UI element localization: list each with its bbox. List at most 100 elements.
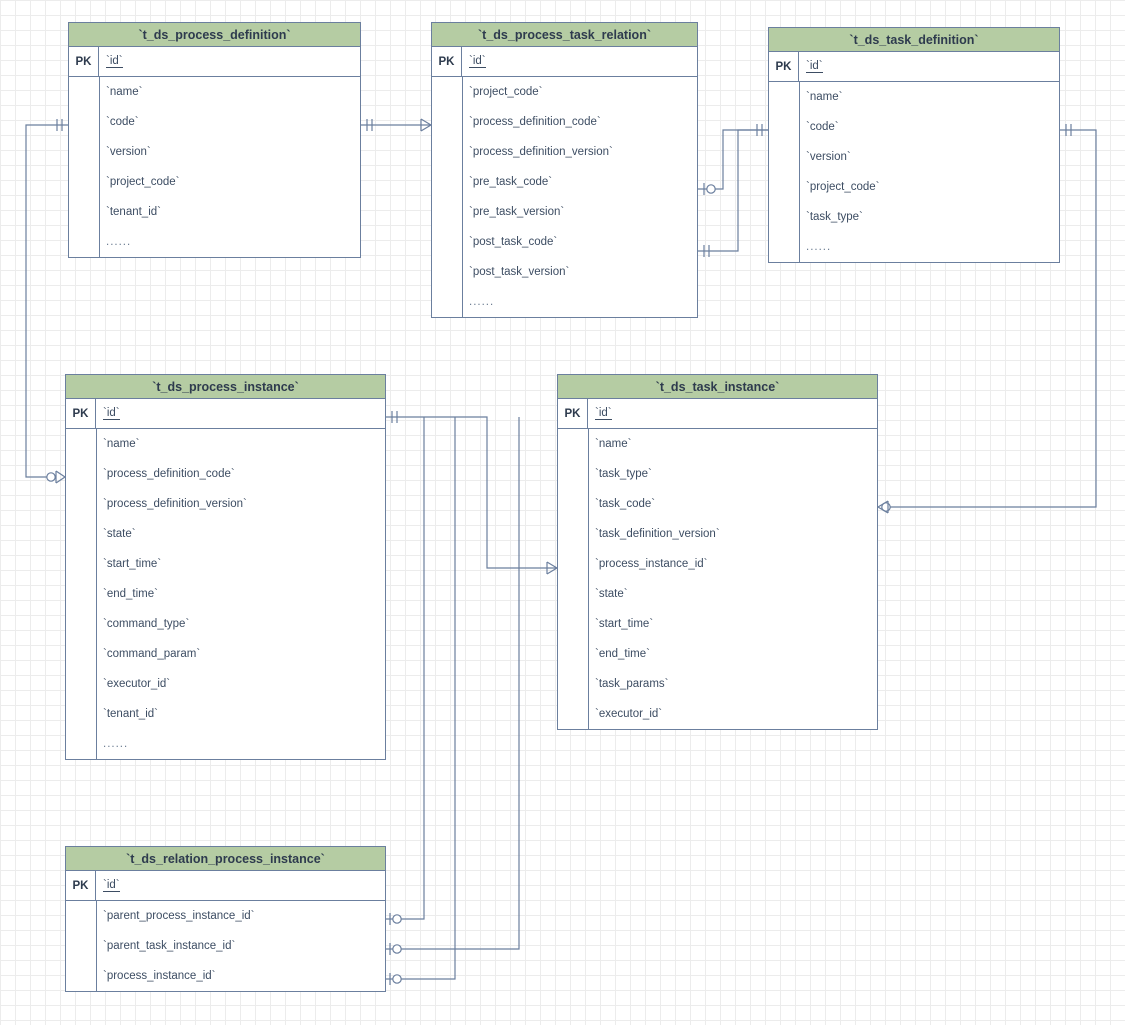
column-name: `process_definition_version` (103, 498, 247, 510)
key-cell (66, 669, 96, 699)
table-row[interactable]: `command_type` (66, 609, 385, 639)
column-name: `post_task_code` (469, 236, 558, 248)
key-cell (66, 639, 96, 669)
entity-title: `t_ds_relation_process_instance` (66, 847, 385, 871)
table-row[interactable]: `code` (769, 112, 1059, 142)
table-row[interactable]: `process_definition_version` (432, 137, 697, 167)
table-row[interactable]: `task_type` (558, 459, 877, 489)
table-row[interactable]: PK`id` (66, 871, 385, 901)
table-row[interactable]: `executor_id` (558, 699, 877, 729)
entity-t_ds_process_definition[interactable]: `t_ds_process_definition`PK`id``name``co… (68, 22, 361, 258)
column-name: `post_task_version` (469, 266, 570, 278)
pk-badge: PK (558, 399, 588, 428)
entity-columns: PK `id` `name``code``version` `project_code… (769, 52, 1059, 262)
table-row[interactable]: `process_instance_id` (558, 549, 877, 579)
table-row[interactable]: `start_time` (66, 549, 385, 579)
table-row[interactable]: PK`id` (69, 47, 360, 77)
key-cell (66, 459, 96, 489)
table-row[interactable]: `version` (769, 142, 1059, 172)
table-row[interactable]: `tenant_id` (66, 699, 385, 729)
table-row[interactable]: `parent_task_instance_id` (66, 931, 385, 961)
table-row[interactable]: `name` (769, 82, 1059, 112)
column-name: `task_code` (595, 498, 656, 510)
table-row[interactable]: `post_task_version` (432, 257, 697, 287)
table-row[interactable]: ...... (69, 227, 360, 257)
key-cell (69, 107, 99, 137)
column-name: `project_code` (106, 176, 180, 188)
entity-title: `t_ds_process_instance` (66, 375, 385, 399)
key-cell (769, 142, 799, 172)
table-row[interactable]: `task_params` (558, 669, 877, 699)
table-row[interactable]: `pre_task_code` (432, 167, 697, 197)
pk-column-name: `id` (595, 407, 612, 420)
table-row[interactable]: `version` (69, 137, 360, 167)
table-row[interactable]: `end_time` (558, 639, 877, 669)
table-row[interactable]: `state` (558, 579, 877, 609)
key-cell (69, 77, 99, 107)
table-row[interactable]: `project_code` (432, 77, 697, 107)
table-row[interactable]: `process_definition_code` (432, 107, 697, 137)
table-row[interactable]: PK `id` (558, 399, 877, 429)
column-name: `parent_process_instance_id` (103, 910, 255, 922)
table-row[interactable]: `name` (66, 429, 385, 459)
table-row[interactable]: `command_param` (66, 639, 385, 669)
key-cell (432, 257, 462, 287)
entity-t_ds_process_instance[interactable]: `t_ds_process_instance`PK`id``name``proc… (65, 374, 386, 760)
entity-t_ds_task_instance[interactable]: `t_ds_task_instance`PK`id``name``task_ty… (557, 374, 878, 730)
column-name: `pre_task_version` (469, 206, 565, 218)
table-row[interactable]: `name` (69, 77, 360, 107)
pk-badge: PK (769, 52, 799, 81)
column-name: ...... (106, 236, 132, 248)
key-cell (66, 549, 96, 579)
table-row[interactable]: `end_time` (66, 579, 385, 609)
column-name: ...... (469, 296, 495, 308)
table-row[interactable]: `code` (69, 107, 360, 137)
table-row[interactable]: `executor_id` (66, 669, 385, 699)
entity-columns: PK`id``name``code``version` `project_code… (69, 47, 360, 257)
table-row[interactable]: `state` (66, 519, 385, 549)
pk-badge: PK (66, 871, 96, 900)
entity-columns: PK`id` `parent_process_instance_id` `paren… (66, 871, 385, 991)
table-row[interactable]: `tenant_id` (69, 197, 360, 227)
entity-t_ds_relation_process_instance[interactable]: `t_ds_relation_process_instance`PK`id` `p… (65, 846, 386, 992)
key-cell (558, 489, 588, 519)
pk-badge: PK (432, 47, 462, 76)
table-row[interactable]: PK `id` (769, 52, 1059, 82)
table-row[interactable]: `process_definition_code` (66, 459, 385, 489)
column-name: `command_param` (103, 648, 201, 660)
key-cell (769, 202, 799, 232)
table-row[interactable]: `start_time` (558, 609, 877, 639)
table-row[interactable]: ...... (432, 287, 697, 317)
table-row[interactable]: `post_task_code` (432, 227, 697, 257)
table-row[interactable]: PK`id` (432, 47, 697, 77)
column-name: `project_code` (469, 86, 543, 98)
key-cell (558, 699, 588, 729)
table-row[interactable]: `project_code` (769, 172, 1059, 202)
key-cell (432, 287, 462, 317)
key-cell (66, 579, 96, 609)
table-row[interactable]: `process_instance_id` (66, 961, 385, 991)
key-cell (769, 112, 799, 142)
table-row[interactable]: `task_definition_version` (558, 519, 877, 549)
table-row[interactable]: `process_definition_version` (66, 489, 385, 519)
table-row[interactable]: `parent_process_instance_id` (66, 901, 385, 931)
table-row[interactable]: `pre_task_version` (432, 197, 697, 227)
key-cell (66, 489, 96, 519)
entity-t_ds_process_task_relation[interactable]: `t_ds_process_task_relation`PK`id``proje… (431, 22, 698, 318)
key-cell (66, 519, 96, 549)
key-cell (432, 227, 462, 257)
table-row[interactable]: `task_type` (769, 202, 1059, 232)
table-row[interactable]: PK`id` (66, 399, 385, 429)
table-row[interactable]: ...... (769, 232, 1059, 262)
pk-badge: PK (69, 47, 99, 76)
entity-t_ds_task_definition[interactable]: `t_ds_task_definition`PK`id``name``code`… (768, 27, 1060, 263)
table-row[interactable]: `name` (558, 429, 877, 459)
column-name: ...... (103, 738, 129, 750)
key-cell (432, 107, 462, 137)
table-row[interactable]: ...... (66, 729, 385, 759)
column-name: `project_code` (806, 181, 880, 193)
key-cell (69, 167, 99, 197)
table-row[interactable]: `task_code` (558, 489, 877, 519)
pk-column-name: `id` (806, 60, 823, 73)
table-row[interactable]: `project_code` (69, 167, 360, 197)
